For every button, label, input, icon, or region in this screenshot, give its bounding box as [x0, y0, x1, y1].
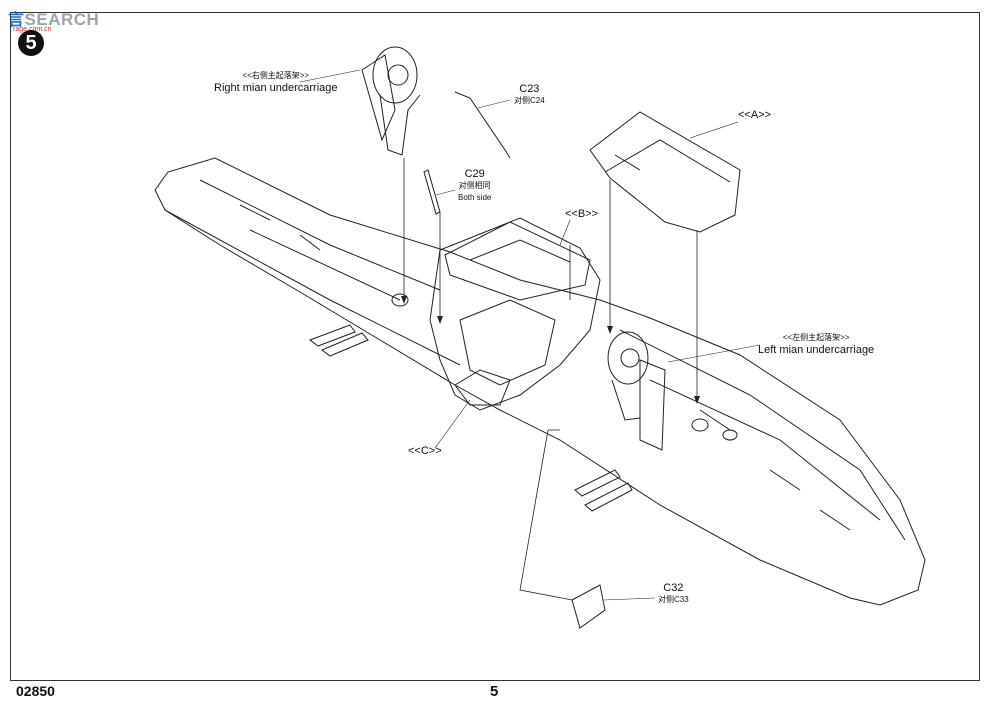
- c23-sub: 对侧C24: [514, 96, 545, 105]
- leaders: [299, 69, 761, 601]
- left-gear-label-cn: <<左侧主起落架>>: [782, 333, 850, 342]
- c29-part: [423, 169, 441, 215]
- left-gear-label-en: Left mian undercarriage: [758, 344, 875, 356]
- guide-lines: [403, 158, 698, 601]
- left-gear-strut: [611, 379, 641, 421]
- part-a-label: <<A>>: [738, 109, 772, 121]
- wing-outline: [154, 157, 926, 606]
- watermark-logo: 言SEARCH: [8, 6, 99, 30]
- right-gear-strut: [379, 94, 421, 156]
- c29-code: C29: [464, 168, 485, 180]
- c23-code: C23: [519, 83, 540, 95]
- well-l1: [391, 293, 409, 307]
- page-frame: [10, 12, 980, 681]
- c23-label: C23 对侧C24: [514, 83, 545, 107]
- wing-trailing: [164, 209, 461, 366]
- gun-right-1: [574, 469, 621, 497]
- left-wheel-hub: [620, 348, 640, 368]
- right-gear-label-cn: <<右侧主起落架>>: [242, 71, 310, 80]
- c32-part: [571, 584, 606, 629]
- well-l3: [722, 429, 738, 441]
- part-c-label: <<C>>: [408, 445, 442, 457]
- arrowheads: [401, 296, 700, 404]
- well-l2: [691, 418, 709, 432]
- right-gear-label: <<右侧主起落架>> Right mian undercarriage: [214, 70, 338, 94]
- part-B-inner: [469, 239, 571, 263]
- wing-panel-cross: [239, 204, 851, 531]
- product-code: 02850: [16, 683, 55, 699]
- left-gear-door: [639, 359, 666, 451]
- right-wheel-hub: [387, 64, 409, 86]
- right-gear-label-en: Right mian undercarriage: [214, 82, 338, 94]
- c32-label: C32 对侧C33: [658, 582, 689, 606]
- part-b-label: <<B>>: [565, 208, 599, 220]
- fuselage-bay: [459, 299, 556, 386]
- c32-code: C32: [663, 582, 684, 594]
- c29-en: Both side: [458, 193, 492, 202]
- part-A-inner: [604, 139, 731, 183]
- c32-sub: 对侧C33: [658, 595, 689, 604]
- page-number: 5: [490, 683, 499, 700]
- part-A: [589, 111, 741, 233]
- gun-left-2: [321, 332, 369, 357]
- c23-strut: [454, 91, 511, 159]
- part-B: [444, 221, 591, 301]
- step-number: 5: [18, 30, 44, 56]
- watermark-cn: 言: [8, 12, 25, 29]
- gun-right-2: [584, 482, 633, 512]
- wing-panel-lines: [199, 179, 906, 541]
- watermark-en: SEARCH: [24, 10, 100, 29]
- right-gear-door: [361, 54, 396, 142]
- watermark-sub: rage.com.cn: [13, 26, 52, 33]
- left-gear-label: <<左侧主起落架>> Left mian undercarriage: [758, 332, 874, 356]
- left-wheel: [607, 331, 649, 385]
- right-wheel: [372, 46, 418, 104]
- gun-left-1: [308, 324, 356, 347]
- part-C: [454, 369, 511, 406]
- c29-label: C29 对侧相同 Both side: [458, 168, 491, 204]
- fuselage-center: [429, 217, 601, 411]
- c29-sub: 对侧相同: [458, 181, 491, 190]
